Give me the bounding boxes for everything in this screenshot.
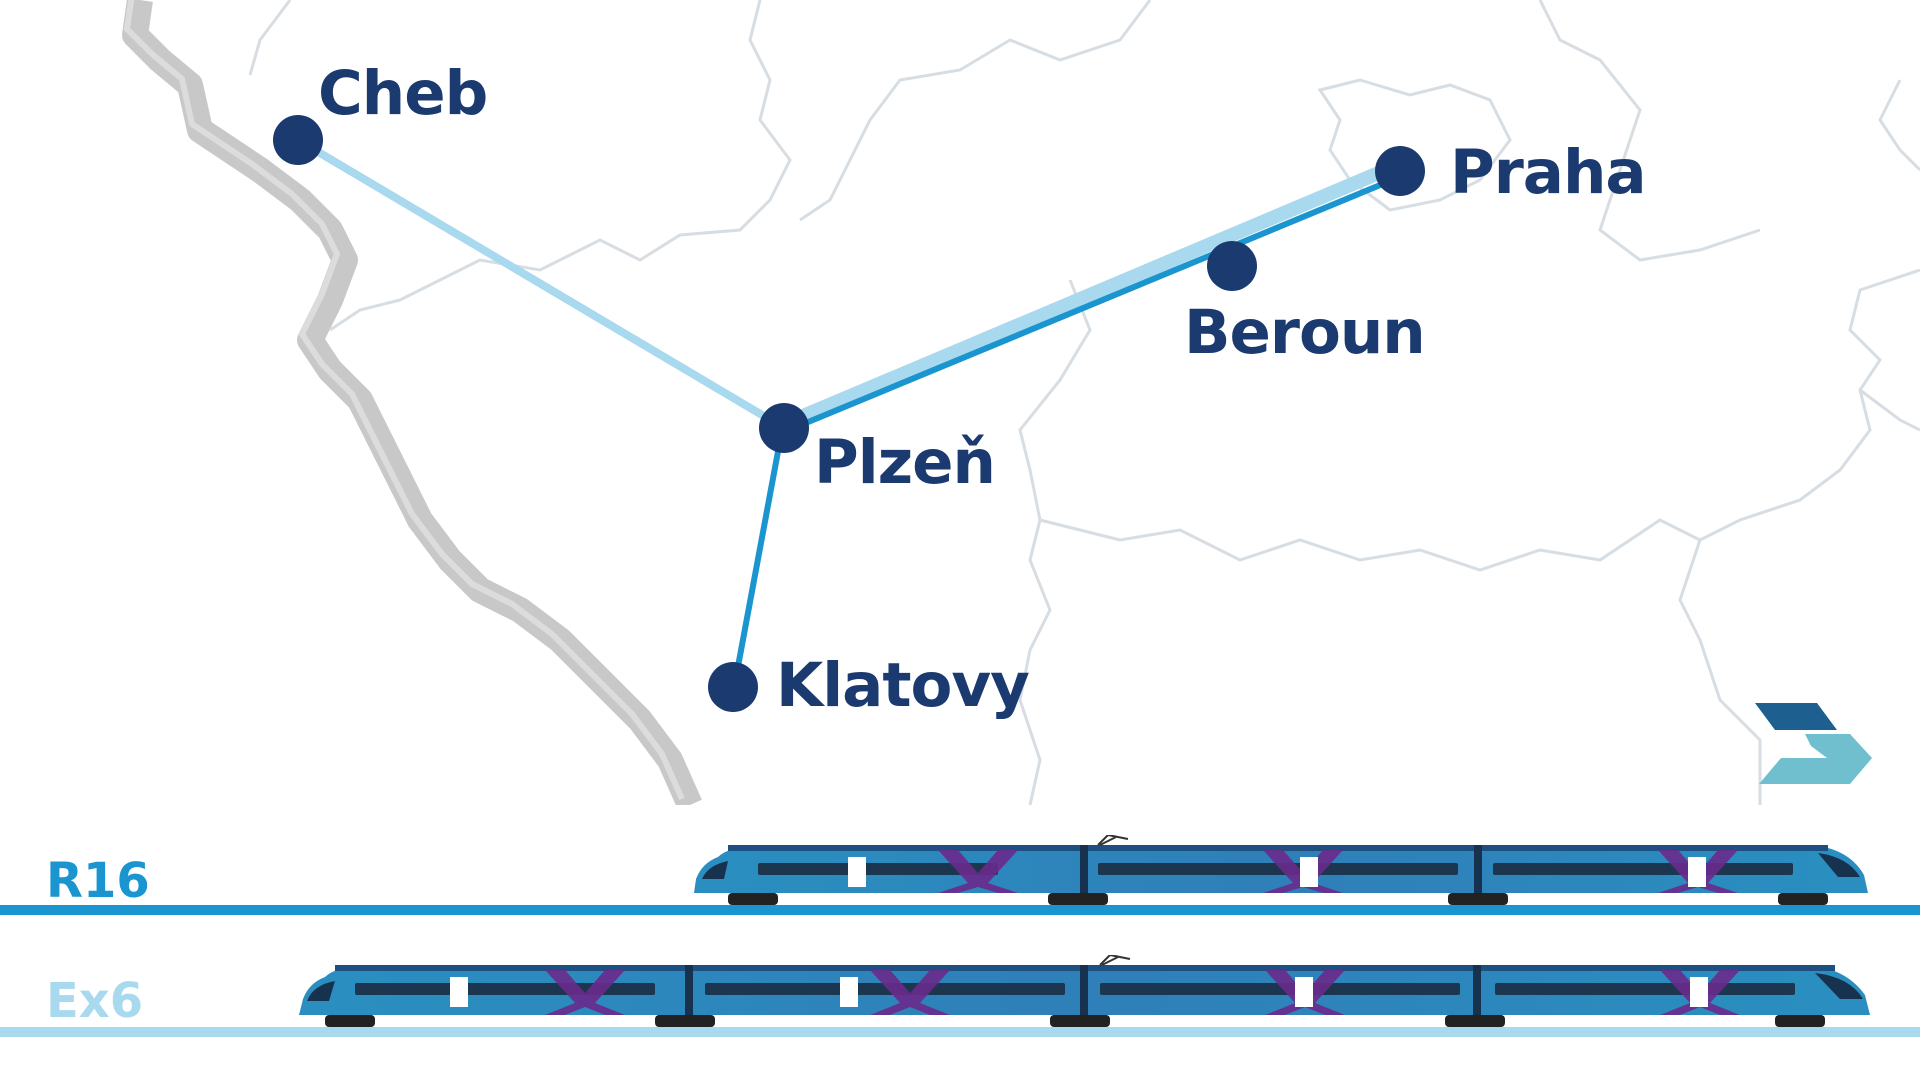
route-map: Cheb Plzeň Klatovy Beroun Praha (122, 0, 1920, 805)
r16-segment-plzen-praha (782, 173, 1404, 435)
line-label-r16: R16 (46, 853, 150, 909)
ex6-segment-plzen-praha (781, 157, 1403, 431)
station-dot-plzen[interactable] (759, 403, 809, 453)
region-borders (248, 0, 1920, 805)
ex6-segment-cheb-plzen (295, 136, 787, 432)
station-label-klatovy: Klatovy (776, 650, 1030, 721)
r16-segment-plzen-klatovy (731, 429, 785, 689)
station-dot-praha[interactable] (1375, 146, 1425, 196)
station-dot-beroun[interactable] (1207, 241, 1257, 291)
country-border (122, 0, 702, 805)
station-dot-klatovy[interactable] (708, 662, 758, 712)
station-dot-cheb[interactable] (273, 115, 323, 165)
map-svg (122, 0, 1920, 805)
station-label-cheb: Cheb (318, 58, 488, 129)
track-ex6 (0, 1027, 1920, 1037)
line-label-ex6: Ex6 (46, 973, 144, 1029)
rail-lines (295, 136, 1404, 689)
train-ex6 (299, 955, 1870, 1027)
station-dots (273, 115, 1425, 712)
pantograph-icon (1099, 955, 1131, 966)
station-label-praha: Praha (1450, 137, 1647, 208)
train-panel: R16 Ex6 (0, 805, 1920, 1080)
station-label-beroun: Beroun (1184, 297, 1426, 368)
train-r16 (694, 835, 1868, 905)
track-r16 (0, 905, 1920, 915)
brand-arrow-logo-icon (1755, 703, 1872, 784)
pantograph-icon (1097, 835, 1129, 846)
station-label-plzen: Plzeň (814, 427, 996, 498)
